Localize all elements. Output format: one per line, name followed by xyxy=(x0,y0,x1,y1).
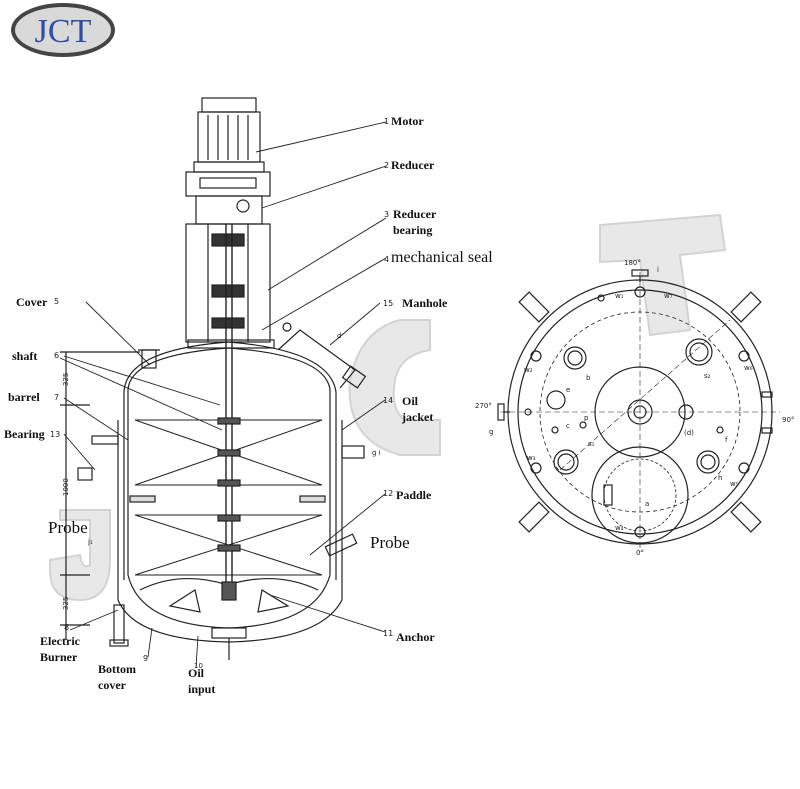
manhole-label: Manhole xyxy=(402,296,448,310)
port-w6: w₆ xyxy=(744,364,753,372)
reducer-bearing-label-1: Reducer xyxy=(393,207,437,221)
plan-view xyxy=(497,269,780,552)
port-g: g xyxy=(489,428,493,436)
bearing-label: Bearing xyxy=(4,427,45,441)
electric-burner-label-2: Burner xyxy=(40,650,78,664)
port-w4: w₄ xyxy=(615,524,624,532)
anchor-num: 11 xyxy=(383,629,393,638)
side-port-gi: g i xyxy=(372,449,381,457)
port-a: a xyxy=(645,500,649,508)
cover-label: Cover xyxy=(16,295,48,309)
port-w2: w₂ xyxy=(524,366,533,374)
probe-right-label: Probe xyxy=(370,533,410,552)
reducer-num: 2 xyxy=(384,161,389,170)
watermark xyxy=(49,213,727,602)
mech-seal-label: mechanical seal xyxy=(391,249,493,266)
side-port-j1: j₁ xyxy=(87,538,93,546)
bottom-cover-label-2: cover xyxy=(98,678,127,692)
oil-input-label-2: input xyxy=(188,682,215,696)
angle-180: 180° xyxy=(624,259,641,267)
angle-90: 90° xyxy=(782,416,794,424)
oil-input-num: 10 xyxy=(194,662,203,670)
port-d: (d) xyxy=(684,429,694,437)
port-f: f xyxy=(725,436,728,444)
port-p: p xyxy=(584,414,589,422)
port-b: b xyxy=(586,374,591,382)
port-w3: w₃ xyxy=(527,454,536,462)
motor-num: 1 xyxy=(384,117,389,126)
port-i: i xyxy=(657,266,659,274)
port-c: c xyxy=(566,422,570,430)
dim-325-top: 325 xyxy=(62,373,70,386)
shaft-label: shaft xyxy=(12,349,37,363)
paddle-label: Paddle xyxy=(396,488,432,502)
shaft-num: 6 xyxy=(54,351,59,360)
motor-cap xyxy=(201,97,257,113)
oil-jacket-label-1: Oil xyxy=(402,394,419,408)
port-e: e xyxy=(566,386,570,394)
barrel-num: 7 xyxy=(54,393,59,402)
manhole-shape xyxy=(277,329,356,389)
reducer-bearing-label-2: bearing xyxy=(393,223,432,237)
elevation-view xyxy=(60,97,367,660)
probe-left-label: Probe xyxy=(48,518,88,537)
logo-inner xyxy=(15,7,111,53)
logo-text: JCT xyxy=(35,13,92,50)
oil-jacket-num: 14 xyxy=(383,396,393,405)
bottom-cover-num: 9 xyxy=(143,654,148,663)
port-w7: w₇ xyxy=(664,292,673,300)
plan-labels: 180° 270° 90° 0° i g b e c p (d) f h a s… xyxy=(475,259,794,557)
electric-burner-label-1: Electric xyxy=(40,634,81,648)
side-port-d: d xyxy=(337,332,341,340)
barrel-label: barrel xyxy=(8,390,40,404)
reducer-label: Reducer xyxy=(391,158,435,172)
port-h: h xyxy=(718,474,722,482)
dim-325-bottom: 325 xyxy=(62,597,70,610)
oil-jacket-label-2: jacket xyxy=(401,410,433,424)
motor-body xyxy=(197,111,261,163)
mech-seal-num: 4 xyxy=(384,255,389,264)
port-s2: s₂ xyxy=(704,372,711,380)
cover-num: 5 xyxy=(54,297,59,306)
leader-lines xyxy=(59,121,387,669)
port-w1: w₁ xyxy=(615,292,624,300)
electric-burner-num: 8 xyxy=(64,623,69,632)
bottom-cover-label-1: Bottom xyxy=(98,662,136,676)
elevation-labels: 1 Motor 2 Reducer 3 Reducer bearing 4 me… xyxy=(4,114,493,696)
angle-0: 0° xyxy=(636,549,644,557)
cover-head xyxy=(127,347,331,391)
motor-label: Motor xyxy=(391,114,424,128)
anchor-label: Anchor xyxy=(396,630,435,644)
reducer-bearing-num: 3 xyxy=(384,210,389,219)
reducer-body xyxy=(185,171,271,197)
angle-270: 270° xyxy=(475,402,492,410)
bearing-num: 13 xyxy=(50,430,60,439)
dim-1000: 1000 xyxy=(62,478,70,496)
port-w5: w₅ xyxy=(730,480,739,488)
paddle-num: 12 xyxy=(383,489,393,498)
manhole-num: 15 xyxy=(383,299,393,308)
logo: JCT xyxy=(11,3,115,57)
port-s1: s₁ xyxy=(588,440,595,448)
oil-input-label-1: Oil xyxy=(188,666,205,680)
